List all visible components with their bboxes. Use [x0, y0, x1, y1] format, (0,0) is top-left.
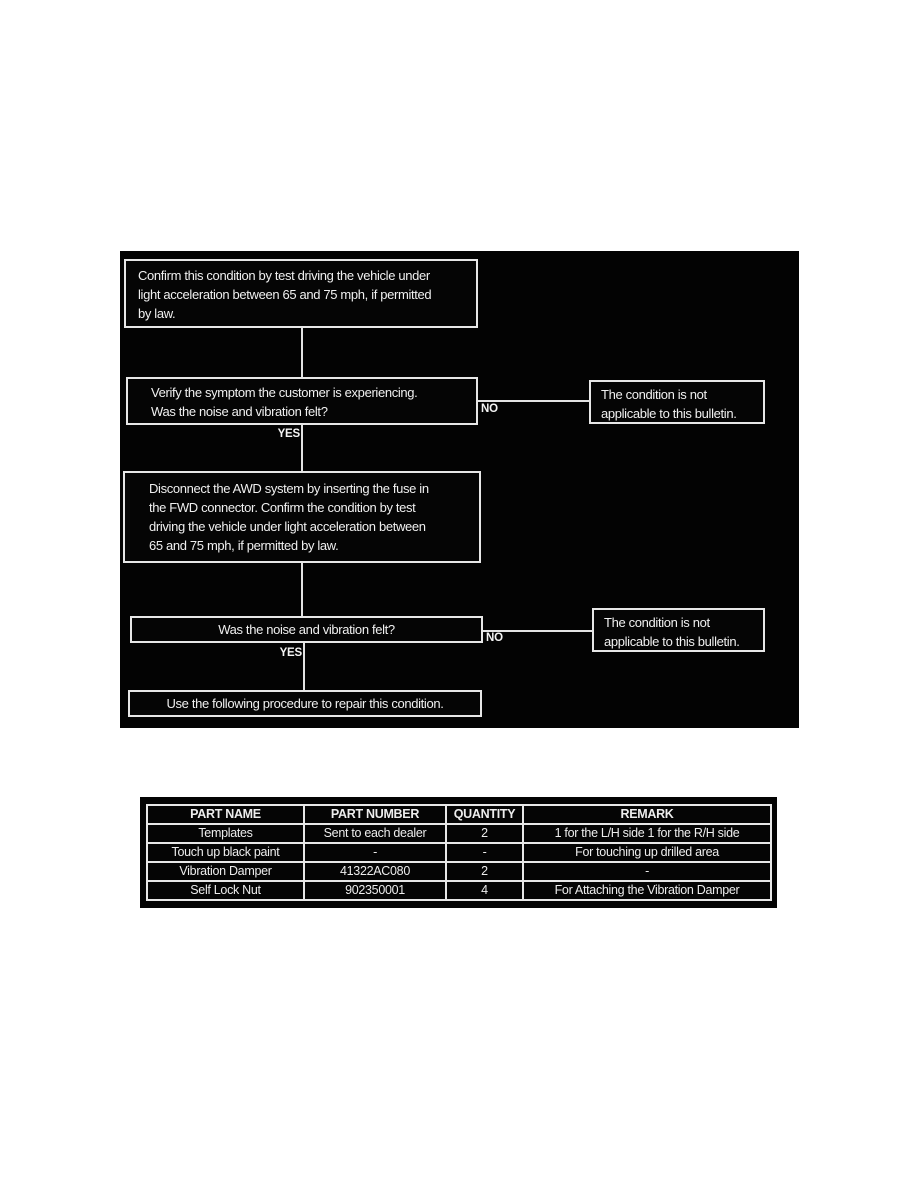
- column-header-quantity: QUANTITY: [445, 804, 524, 825]
- flowchart-step-repair-procedure: Use the following procedure to repair th…: [128, 690, 482, 717]
- part-name-cell: Touch up black paint: [146, 842, 305, 863]
- part-name-cell: Self Lock Nut: [146, 880, 305, 901]
- table-row: Touch up black paint - - For touching up…: [146, 842, 772, 863]
- flowchart-step-noise-felt-question: Was the noise and vibration felt?: [130, 616, 483, 643]
- table-row: Vibration Damper 41322AC080 2 -: [146, 861, 772, 882]
- remark-cell: 1 for the L/H side 1 for the R/H side: [522, 823, 772, 844]
- part-number-cell: Sent to each dealer: [303, 823, 447, 844]
- flowchart-result-not-applicable-1: The condition is not applicable to this …: [589, 380, 765, 424]
- no-label: NO: [481, 403, 498, 415]
- flowchart-result-not-applicable-2: The condition is not applicable to this …: [592, 608, 765, 652]
- flowchart-panel: Confirm this condition by test driving t…: [120, 251, 799, 728]
- flowchart-step-verify-symptom: Verify the symptom the customer is exper…: [126, 377, 478, 425]
- yes-label: YES: [277, 428, 301, 440]
- remark-cell: For touching up drilled area: [522, 842, 772, 863]
- quantity-cell: 2: [445, 823, 524, 844]
- table-row: Self Lock Nut 902350001 4 For Attaching …: [146, 880, 772, 901]
- connector-line: [303, 643, 305, 690]
- connector-line: [301, 425, 303, 471]
- connector-line: [301, 563, 303, 616]
- column-header-part-number: PART NUMBER: [303, 804, 447, 825]
- flowchart-step-disconnect-awd: Disconnect the AWD system by inserting t…: [123, 471, 481, 563]
- parts-table: PART NAME PART NUMBER QUANTITY REMARK Te…: [146, 804, 772, 901]
- part-name-cell: Vibration Damper: [146, 861, 305, 882]
- part-name-cell: Templates: [146, 823, 305, 844]
- quantity-cell: 4: [445, 880, 524, 901]
- table-header-row: PART NAME PART NUMBER QUANTITY REMARK: [146, 804, 772, 825]
- quantity-cell: -: [445, 842, 524, 863]
- part-number-cell: 41322AC080: [303, 861, 447, 882]
- flowchart-step-confirm-condition: Confirm this condition by test driving t…: [124, 259, 478, 328]
- connector-line: [478, 400, 589, 402]
- connector-line: [301, 328, 303, 377]
- remark-cell: -: [522, 861, 772, 882]
- no-label: NO: [486, 632, 503, 644]
- table-row: Templates Sent to each dealer 2 1 for th…: [146, 823, 772, 844]
- part-number-cell: -: [303, 842, 447, 863]
- column-header-part-name: PART NAME: [146, 804, 305, 825]
- parts-table-panel: PART NAME PART NUMBER QUANTITY REMARK Te…: [140, 797, 777, 908]
- part-number-cell: 902350001: [303, 880, 447, 901]
- connector-line: [483, 630, 592, 632]
- column-header-remark: REMARK: [522, 804, 772, 825]
- remark-cell: For Attaching the Vibration Damper: [522, 880, 772, 901]
- quantity-cell: 2: [445, 861, 524, 882]
- yes-label: YES: [279, 647, 303, 659]
